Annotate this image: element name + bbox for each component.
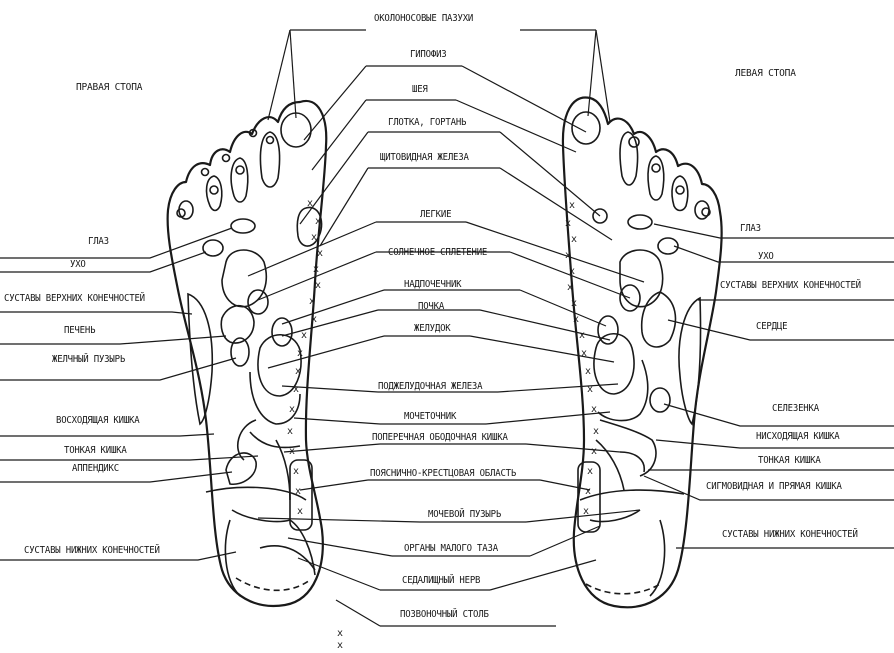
svg-text:x: x bbox=[313, 264, 319, 275]
svg-text:x: x bbox=[565, 218, 571, 229]
right-foot-title: ПРАВАЯ СТОПА bbox=[76, 81, 143, 94]
svg-text:x: x bbox=[311, 314, 317, 325]
label-transverse-colon: ПОПЕРЕЧНАЯ ОБОДОЧНАЯ КИШКА bbox=[372, 432, 508, 444]
label-ear-right: УХО bbox=[70, 259, 86, 271]
label-gallbladder: ЖЕЛЧНЫЙ ПУЗЫРЬ bbox=[52, 354, 126, 366]
label-spine: ПОЗВОНОЧНЫЙ СТОЛБ bbox=[400, 609, 489, 621]
svg-text:x: x bbox=[569, 200, 575, 211]
svg-text:x: x bbox=[295, 486, 301, 497]
label-descending-colon: НИСХОДЯЩАЯ КИШКА bbox=[756, 431, 840, 443]
svg-text:x: x bbox=[565, 250, 571, 261]
label-pancreas: ПОДЖЕЛУДОЧНАЯ ЖЕЛЕЗА bbox=[378, 381, 483, 393]
label-lower-joints-left: СУСТАВЫ НИЖНИХ КОНЕЧНОСТЕЙ bbox=[722, 529, 858, 541]
svg-text:x: x bbox=[587, 466, 593, 477]
label-lungs: ЛЕГКИЕ bbox=[420, 209, 452, 221]
label-heart: СЕРДЦЕ bbox=[756, 321, 788, 333]
label-eye-right: ГЛАЗ bbox=[88, 236, 109, 248]
svg-text:x: x bbox=[569, 266, 575, 277]
right-foot-outline bbox=[166, 99, 328, 608]
svg-text:x: x bbox=[315, 280, 321, 291]
svg-text:x: x bbox=[309, 296, 315, 307]
label-lower-joints-right: СУСТАВЫ НИЖНИХ КОНЕЧНОСТЕЙ bbox=[24, 545, 160, 557]
svg-text:x: x bbox=[585, 366, 591, 377]
left-foot-outline bbox=[561, 96, 723, 609]
label-upper-joints-left: СУСТАВЫ ВЕРХНИХ КОНЕЧНОСТЕЙ bbox=[720, 280, 861, 292]
svg-text:x: x bbox=[585, 486, 591, 497]
svg-text:x: x bbox=[567, 282, 573, 293]
label-throat: ГЛОТКА, ГОРТАНЬ bbox=[388, 117, 467, 129]
svg-text:x: x bbox=[317, 248, 323, 259]
label-pituitary: ГИПОФИЗ bbox=[410, 49, 447, 61]
label-ureter: МОЧЕТОЧНИК bbox=[404, 411, 457, 423]
svg-text:x: x bbox=[591, 446, 597, 457]
svg-text:x: x bbox=[579, 330, 585, 341]
svg-text:x: x bbox=[571, 234, 577, 245]
svg-text:x: x bbox=[583, 506, 589, 517]
svg-text:x: x bbox=[573, 314, 579, 325]
svg-text:x: x bbox=[289, 404, 295, 415]
svg-text:x: x bbox=[293, 466, 299, 477]
label-lumbosacral: ПОЯСНИЧНО-КРЕСТЦОВАЯ ОБЛАСТЬ bbox=[370, 468, 517, 480]
label-eye-left: ГЛАЗ bbox=[740, 223, 761, 235]
svg-text:x: x bbox=[581, 348, 587, 359]
svg-text:x: x bbox=[337, 628, 343, 639]
label-sinuses: ОКОЛОНОСОВЫЕ ПАЗУХИ bbox=[374, 13, 474, 25]
label-bladder: МОЧЕВОЙ ПУЗЫРЬ bbox=[428, 509, 502, 521]
svg-text:x: x bbox=[337, 640, 343, 651]
svg-text:x: x bbox=[591, 404, 597, 415]
svg-text:x: x bbox=[297, 506, 303, 517]
svg-text:x: x bbox=[593, 426, 599, 437]
svg-text:x: x bbox=[301, 330, 307, 341]
label-spleen: СЕЛЕЗЕНКА bbox=[772, 403, 819, 415]
label-solar-plexus: СОЛНЕЧНОЕ СПЛЕТЕНИЕ bbox=[388, 247, 488, 259]
svg-text:x: x bbox=[311, 232, 317, 243]
svg-text:x: x bbox=[293, 384, 299, 395]
label-kidney: ПОЧКА bbox=[418, 301, 445, 313]
label-small-intestine-left: ТОНКАЯ КИШКА bbox=[758, 455, 821, 467]
svg-text:x: x bbox=[587, 384, 593, 395]
svg-text:x: x bbox=[287, 426, 293, 437]
left-foot-title: ЛЕВАЯ СТОПА bbox=[735, 67, 796, 80]
label-ear-left: УХО bbox=[758, 251, 774, 263]
label-thyroid: ЩИТОВИДНАЯ ЖЕЛЕЗА bbox=[380, 152, 469, 164]
label-appendix: АППЕНДИКС bbox=[72, 463, 119, 475]
label-stomach: ЖЕЛУДОК bbox=[414, 323, 451, 335]
label-neck: ШЕЯ bbox=[412, 84, 428, 96]
label-small-intestine-right: ТОНКАЯ КИШКА bbox=[64, 445, 127, 457]
label-sciatic: СЕДАЛИЩНЫЙ НЕРВ bbox=[402, 575, 481, 587]
label-pelvic-organs: ОРГАНЫ МАЛОГО ТАЗА bbox=[404, 543, 498, 555]
label-sigmoid: СИГМОВИДНАЯ И ПРЯМАЯ КИШКА bbox=[706, 481, 842, 493]
label-liver: ПЕЧЕНЬ bbox=[64, 325, 96, 337]
svg-text:x: x bbox=[315, 216, 321, 227]
svg-text:x: x bbox=[297, 348, 303, 359]
svg-text:x: x bbox=[571, 298, 577, 309]
label-adrenal: НАДПОЧЕЧНИК bbox=[404, 279, 462, 291]
svg-text:x: x bbox=[307, 198, 313, 209]
label-upper-joints-right: СУСТАВЫ ВЕРХНИХ КОНЕЧНОСТЕЙ bbox=[4, 293, 145, 305]
label-ascending-colon: ВОСХОДЯЩАЯ КИШКА bbox=[56, 415, 140, 427]
spine-markers: xxx xxx xxx xxx xxx xxx xxx xxx xxx xxx … bbox=[287, 198, 599, 651]
svg-text:x: x bbox=[295, 366, 301, 377]
